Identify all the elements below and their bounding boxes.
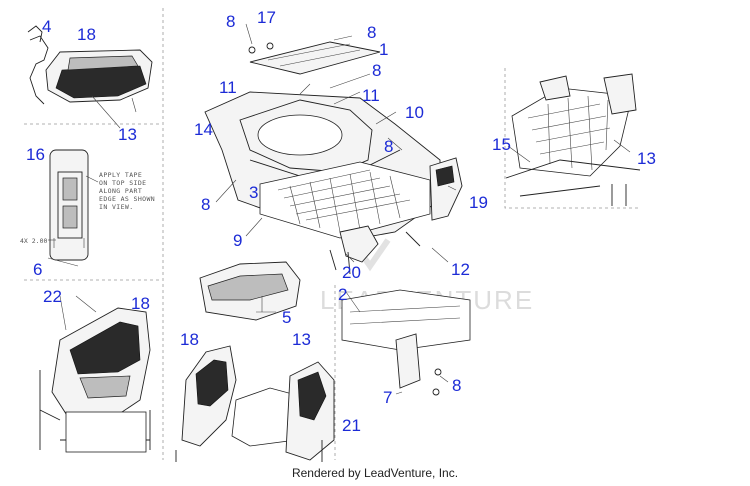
seat-mount-subview: 22 18 [39,287,151,453]
callout-11: 11 [362,86,380,105]
tape-detail-subview: APPLY TAPE ON TOP SIDE ALONG PART EDGE A… [20,145,160,279]
callout-12: 12 [451,260,470,279]
callout-21: 21 [342,416,361,435]
dimension-label: 4X 2.00 [20,237,47,245]
footer-credit: Rendered by LeadVenture, Inc. [291,466,459,480]
callout-13: 13 [637,149,656,168]
callout-8: 8 [372,61,381,80]
callout-5: 5 [282,308,291,327]
callout-7: 7 [383,388,392,407]
callout-8: 8 [384,137,393,156]
callout-8: 8 [367,23,376,42]
seat-assembly-subview: 18 21 [175,330,361,462]
panel-dividers [24,8,164,460]
callout-15: 15 [492,135,511,154]
callout-17: 17 [257,8,276,27]
callout-4: 4 [42,17,51,36]
callout-2: 2 [338,285,347,304]
callout-19: 19 [469,193,488,212]
callout-3: 3 [249,183,258,202]
callout-18: 18 [131,294,150,313]
callout-13: 13 [118,125,137,144]
callout-1: 1 [379,40,388,59]
callout-8: 8 [452,376,461,395]
main-frame-assembly: 8 17 8 1 8 11 11 14 10 8 8 3 9 19 20 12 [194,8,488,282]
seat-shell-subview: 5 13 [199,261,311,349]
callout-22: 22 [43,287,62,306]
callout-18: 18 [77,25,96,44]
callout-16: 16 [26,145,45,164]
seat-pan-subview: 4 18 13 [27,17,153,144]
tape-note: APPLY TAPE ON TOP SIDE ALONG PART EDGE A… [99,164,160,211]
floor-panel-subview: 15 13 [492,68,656,209]
callout-11: 11 [219,78,237,97]
hinge-bracket-subview: 2 8 7 [334,285,471,460]
callout-9: 9 [233,231,242,250]
callout-6: 6 [33,260,42,279]
callout-13: 13 [292,330,311,349]
callout-20: 20 [342,263,361,282]
callout-14: 14 [194,120,213,139]
callout-8: 8 [226,12,235,31]
callout-18: 18 [180,330,199,349]
callout-8: 8 [201,195,210,214]
callout-10: 10 [405,103,424,122]
